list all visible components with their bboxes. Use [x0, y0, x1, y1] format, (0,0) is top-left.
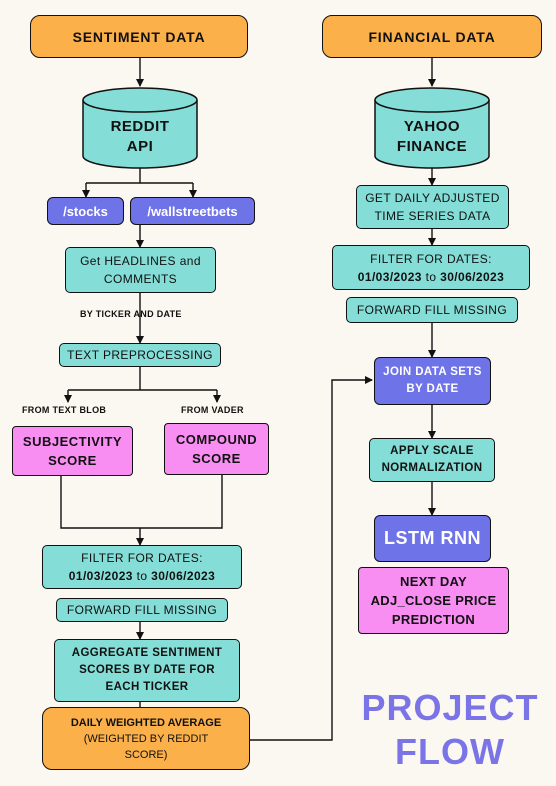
from-textblob-label: FROM TEXT BLOB — [22, 405, 107, 415]
sentiment-data-header: SENTIMENT DATA — [30, 15, 248, 58]
sentiment-data-label: SENTIMENT DATA — [72, 28, 206, 45]
apply-scale-box: APPLY SCALE NORMALIZATION — [369, 438, 495, 482]
aggregate-sentiment-box: AGGREGATE SENTIMENT SCORES BY DATE FOR E… — [54, 639, 240, 702]
by-ticker-label: BY TICKER AND DATE — [80, 309, 182, 319]
compound-score-box: COMPOUND SCORE — [164, 423, 269, 475]
project-flow-title: PROJECT FLOW — [361, 687, 539, 772]
line-scores-merge — [60, 475, 223, 529]
lstm-rnn-box: LSTM RNN — [374, 515, 491, 562]
forward-fill-right-box: FORWARD FILL MISSING — [346, 297, 518, 323]
arrow-weighted-to-join — [250, 376, 373, 741]
filter-dates-left-box: FILTER FOR DATES: 01/03/2023 to 30/06/20… — [42, 545, 242, 589]
forward-fill-left-box: FORWARD FILL MISSING — [56, 598, 228, 622]
reddit-database-icon — [82, 87, 198, 169]
reddit-api-label: REDDIT API — [110, 118, 170, 155]
financial-data-label: FINANCIAL DATA — [368, 28, 496, 45]
daily-weighted-average-box: DAILY WEIGHTED AVERAGE (WEIGHTED BY REDD… — [42, 707, 250, 770]
join-datasets-box: JOIN DATA SETS BY DATE — [374, 357, 491, 405]
financial-data-header: FINANCIAL DATA — [322, 15, 542, 58]
wallstreetbets-subreddit: /wallstreetbets — [130, 197, 255, 225]
stocks-subreddit: /stocks — [47, 197, 124, 225]
next-day-prediction-box: NEXT DAY ADJ_CLOSE PRICE PREDICTION — [358, 567, 509, 634]
from-vader-label: FROM VADER — [181, 405, 244, 415]
get-headlines-box: Get HEADLINES and COMMENTS — [65, 247, 216, 293]
yahoo-database-icon — [374, 87, 490, 169]
yahoo-finance-label: YAHOO FINANCE — [396, 118, 468, 155]
get-daily-adjusted-box: GET DAILY ADJUSTED TIME SERIES DATA — [356, 185, 509, 229]
filter-dates-right-box: FILTER FOR DATES: 01/03/2023 to 30/06/20… — [332, 245, 530, 290]
subjectivity-score-box: SUBJECTIVITY SCORE — [12, 426, 133, 476]
text-preprocessing-box: TEXT PREPROCESSING — [59, 343, 221, 367]
